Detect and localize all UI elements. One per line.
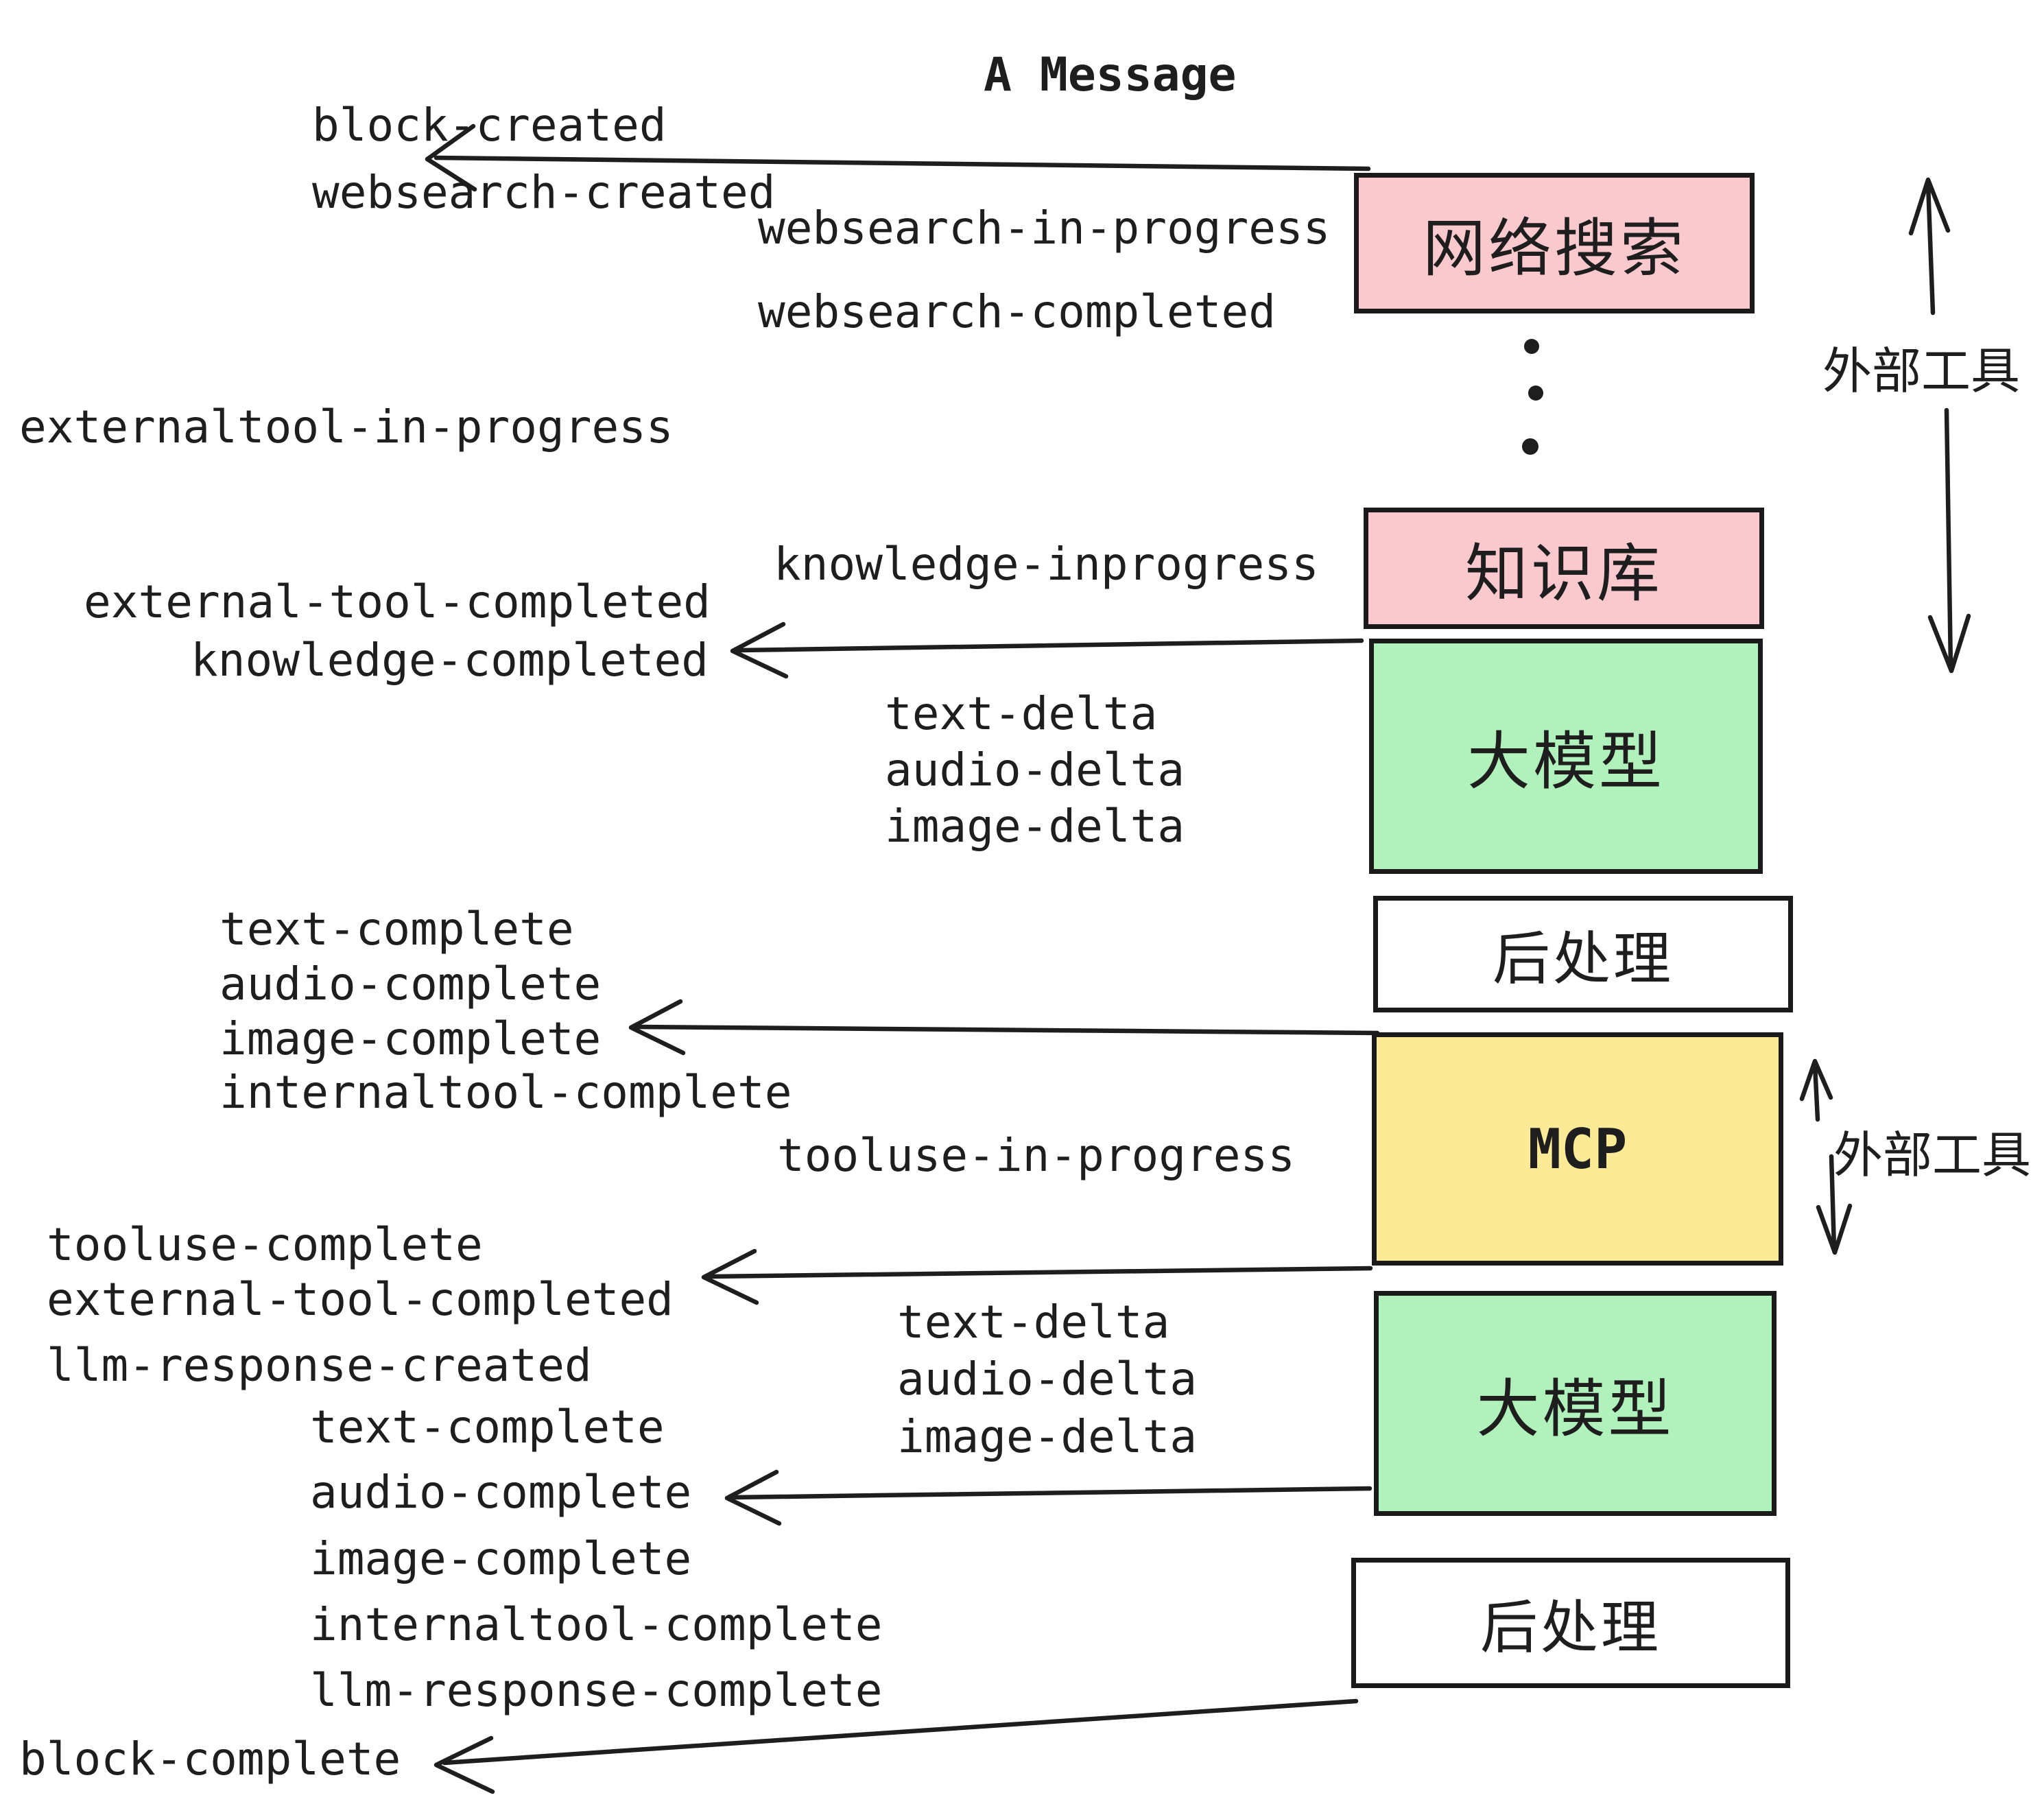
event-audio-delta-2: audio-delta [897, 1353, 1198, 1405]
up-arrow-external-tools-1 [1908, 177, 1951, 316]
diagram-title: A Message [984, 48, 1237, 102]
event-websearch-completed: websearch-completed [758, 285, 1276, 338]
event-image-complete-1: image-complete [219, 1012, 602, 1065]
box-llm-2: 大模型 [1374, 1291, 1776, 1516]
box-websearch-label: 网络搜索 [1422, 214, 1686, 284]
event-internaltool-complete-1: internaltool-complete [219, 1066, 792, 1119]
event-internaltool-complete-2: internaltool-complete [310, 1598, 883, 1651]
box-llm-2-label: 大模型 [1476, 1374, 1674, 1445]
event-tooluse-complete: tooluse-complete [47, 1218, 483, 1271]
event-block-created: block-created [312, 99, 667, 152]
box-mcp-label: MCP [1528, 1117, 1628, 1181]
box-postprocess-2-label: 后处理 [1479, 1595, 1661, 1660]
event-external-tool-completed-2: external-tool-completed [47, 1273, 674, 1326]
left-arrow-llm2-complete [724, 1469, 1372, 1526]
event-text-delta-1: text-delta [885, 687, 1158, 740]
event-external-tool-completed-1: external-tool-completed [84, 575, 711, 628]
box-mcp: MCP [1372, 1032, 1783, 1266]
event-websearch-created: websearch-created [312, 166, 776, 219]
left-arrow-internal-complete [628, 999, 1380, 1056]
box-websearch: 网络搜索 [1354, 173, 1755, 313]
event-llm-response-complete: llm-response-complete [310, 1664, 883, 1717]
event-image-delta-1: image-delta [885, 800, 1185, 853]
side-label-external-tools-2: 外部工具 [1833, 1128, 2032, 1183]
box-postprocess-1-label: 后处理 [1492, 926, 1674, 991]
event-knowledge-completed: knowledge-completed [191, 634, 709, 687]
event-audio-delta-1: audio-delta [885, 744, 1185, 796]
down-arrow-external-tools-1 [1927, 407, 1971, 674]
box-llm-1: 大模型 [1369, 639, 1763, 874]
event-text-complete-2: text-complete [310, 1401, 665, 1453]
event-websearch-in-progress: websearch-in-progress [758, 202, 1331, 254]
event-tooluse-in-progress: tooluse-in-progress [777, 1129, 1295, 1182]
event-text-complete-1: text-complete [219, 903, 574, 956]
event-audio-complete-2: audio-complete [310, 1466, 692, 1519]
box-llm-1-label: 大模型 [1466, 727, 1665, 797]
event-image-delta-2: image-delta [897, 1410, 1198, 1463]
event-block-complete: block-complete [19, 1733, 401, 1785]
event-audio-complete-1: audio-complete [219, 958, 602, 1010]
box-knowledge: 知识库 [1364, 508, 1764, 629]
ellipsis-dots-icon [1522, 339, 1543, 455]
event-llm-response-created: llm-response-created [47, 1339, 592, 1392]
left-arrow-knowledge-completed [730, 621, 1364, 679]
event-image-complete-2: image-complete [310, 1532, 692, 1585]
event-knowledge-inprogress: knowledge-inprogress [774, 538, 1319, 591]
event-text-delta-2: text-delta [897, 1296, 1170, 1349]
box-postprocess-2: 后处理 [1351, 1558, 1790, 1688]
left-arrow-tooluse-complete [701, 1248, 1373, 1305]
up-arrow-external-tools-2 [1799, 1058, 1833, 1122]
side-label-external-tools-1: 外部工具 [1822, 344, 2021, 399]
event-externaltool-in-progress: externaltool-in-progress [19, 401, 674, 453]
box-postprocess-1: 后处理 [1373, 896, 1793, 1012]
box-knowledge-label: 知识库 [1464, 539, 1663, 609]
